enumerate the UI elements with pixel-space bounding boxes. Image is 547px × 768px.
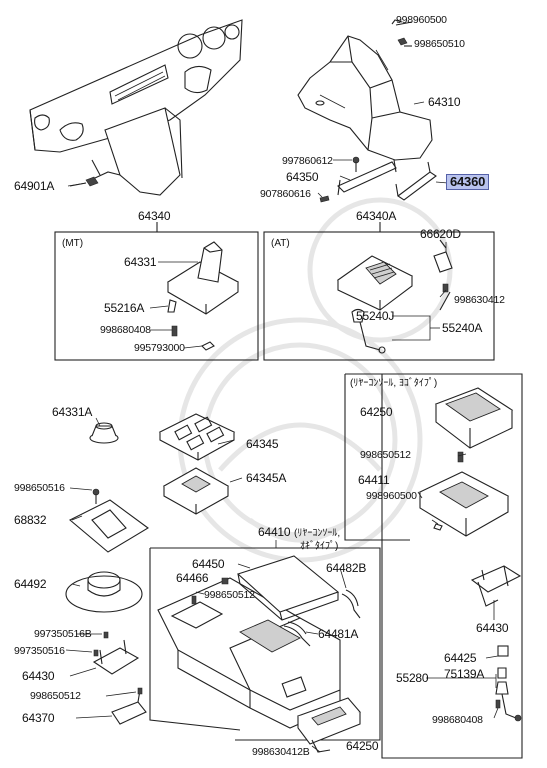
label-998960500-right: 998960500 [366, 490, 417, 502]
label-907860616: 907860616 [260, 188, 311, 200]
label-998650512-left: 998650512 [30, 690, 81, 702]
bracket-64370 [111, 687, 147, 725]
label-64901A: 64901A [14, 179, 55, 193]
label-64481A: 64481A [318, 627, 359, 641]
label-64450: 64450 [192, 557, 225, 571]
ashtray-64250-right [434, 387, 514, 463]
label-64360[interactable]: 64360 [446, 174, 490, 190]
label-64310: 64310 [428, 95, 461, 109]
label-64410: 64410 [258, 525, 291, 539]
label-998960500-top: 998960500 [396, 14, 447, 26]
label-998680408-right: 998680408 [432, 714, 483, 726]
leader-lines [65, 101, 499, 753]
label-998650512-right: 998650512 [360, 449, 411, 461]
bracket-64350 [319, 156, 397, 203]
label-998650510: 998650510 [414, 38, 465, 50]
rear-console-64410 [149, 547, 381, 741]
dashboard-illustration [29, 19, 243, 196]
hinge-64481A [283, 621, 311, 647]
clip-64425 [497, 645, 509, 679]
label-64340: 64340 [138, 209, 171, 223]
label-64331: 64331 [124, 255, 157, 269]
handle-64360 [395, 161, 437, 201]
panel-title-rear-console-center-2: ｵｷﾞﾀｲﾌﾟ) [300, 541, 339, 552]
label-998650516: 998650516 [14, 482, 65, 494]
label-64425: 64425 [444, 651, 477, 665]
label-998650512-center: 998650512 [204, 589, 255, 601]
panel-title-mt: (MT) [62, 238, 84, 249]
label-64250-bottom: 64250 [346, 739, 379, 753]
label-997350516: 997350516 [14, 645, 65, 657]
label-64250-right: 64250 [360, 405, 393, 419]
shift-panel-64345A [162, 467, 230, 515]
label-64430-right: 64430 [476, 621, 509, 635]
label-997860612: 997860612 [282, 155, 333, 167]
boot-base-64492 [65, 571, 143, 613]
label-995793000: 995793000 [134, 342, 185, 354]
label-64430-left: 64430 [22, 669, 55, 683]
ashtray-64250-bottom [297, 697, 361, 753]
panel-title-at: (AT) [271, 238, 290, 249]
label-55280: 55280 [396, 671, 429, 685]
shift-panel-64345 [158, 413, 236, 461]
bracket-64430-left [92, 631, 140, 675]
label-64466: 64466 [176, 571, 209, 585]
screw-64466 [191, 577, 229, 605]
label-68832: 68832 [14, 513, 47, 527]
front-console-64310 [297, 19, 433, 161]
rear-console-right-panel [344, 373, 523, 759]
label-64370: 64370 [22, 711, 55, 725]
label-64492: 64492 [14, 577, 47, 591]
lamp-55280 [495, 681, 522, 722]
label-64345: 64345 [246, 437, 279, 451]
label-997350516B: 997350516B [34, 628, 92, 640]
label-75139A: 75139A [444, 667, 485, 681]
mt-panel [54, 222, 259, 361]
label-998680408-mt: 998680408 [100, 324, 151, 336]
bracket-64430-right [470, 565, 522, 607]
label-64340A: 64340A [356, 209, 397, 223]
lid-64450 [236, 555, 340, 621]
label-55216A: 55216A [104, 301, 145, 315]
label-64411: 64411 [358, 473, 390, 487]
panel-title-rear-console-right: (ﾘﾔｰｺﾝｿｰﾙ, ﾖｺﾞﾀｲﾌﾟ) [350, 378, 438, 389]
panel-title-rear-console-center-1: (ﾘﾔｰｺﾝｿｰﾙ, [294, 528, 341, 539]
label-64350: 64350 [286, 170, 319, 184]
label-66620D: 66620D [420, 227, 461, 241]
label-64345A: 64345A [246, 471, 287, 485]
label-998630412: 998630412 [454, 294, 505, 306]
watermark-emblem [177, 197, 453, 563]
tray-64411 [418, 471, 510, 537]
boot-cover-68832 [69, 488, 149, 553]
label-55240A: 55240A [442, 321, 483, 335]
label-55240J: 55240J [356, 309, 395, 323]
shift-boot-64331A [89, 422, 119, 444]
label-998630412B: 998630412B [252, 746, 310, 758]
label-64331A: 64331A [52, 405, 93, 419]
label-64482B: 64482B [326, 561, 367, 575]
hinge-64482B [341, 589, 361, 619]
at-panel [263, 222, 495, 361]
